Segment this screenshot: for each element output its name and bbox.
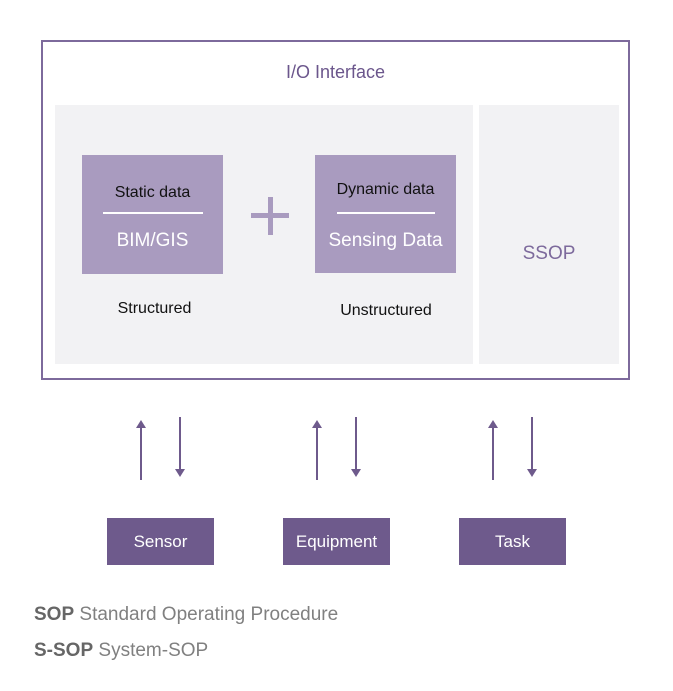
task-label: Task: [495, 531, 530, 551]
unstructured-caption: Unstructured: [340, 302, 432, 319]
equipment-node: Equipment: [283, 518, 390, 565]
dynamic-data-label: Dynamic data: [336, 181, 435, 198]
equipment-label: Equipment: [295, 531, 378, 551]
io-interface-title: I/O Interface: [285, 62, 386, 82]
static-data-box: [82, 155, 223, 274]
structured-caption: Structured: [117, 300, 192, 317]
legend-ssop-term: S-SOP: [34, 640, 94, 661]
static-data-divider: [103, 212, 203, 214]
legend-ssop: S-SOP System-SOP: [34, 640, 208, 662]
plus-icon-vertical: [268, 197, 273, 235]
task-node: Task: [459, 518, 566, 565]
dynamic-data-box: [315, 155, 456, 273]
legend-sop: SOP Standard Operating Procedure: [34, 604, 338, 626]
legend-sop-definition: Standard Operating Procedure: [79, 604, 339, 625]
bim-gis-label: BIM/GIS: [116, 230, 189, 251]
legend-ssop-definition: System-SOP: [98, 640, 209, 661]
ssop-label: SSOP: [522, 243, 576, 264]
static-data-label: Static data: [114, 184, 191, 201]
sensor-node: Sensor: [107, 518, 214, 565]
sensing-data-label: Sensing Data: [328, 230, 443, 251]
ssop-panel: [479, 105, 619, 364]
sensor-label: Sensor: [133, 531, 188, 551]
dynamic-data-divider: [337, 212, 435, 214]
legend-sop-term: SOP: [34, 604, 75, 625]
